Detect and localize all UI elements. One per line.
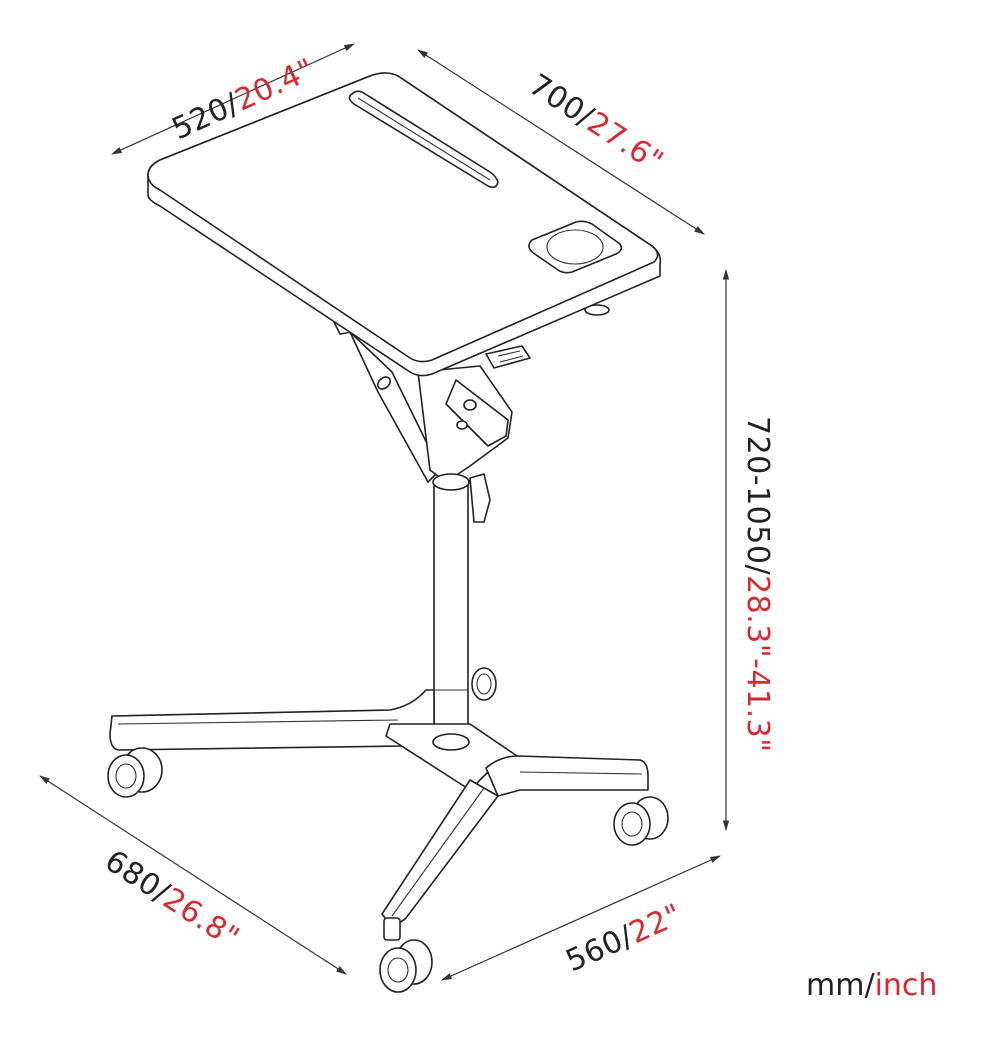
gas-spring bbox=[349, 331, 441, 483]
caster-front bbox=[379, 917, 433, 993]
caster-left bbox=[107, 747, 163, 798]
caster-back bbox=[471, 667, 497, 701]
desktop-surface bbox=[147, 72, 659, 363]
column-base-collar bbox=[432, 733, 470, 751]
gas-spring-cap bbox=[376, 376, 392, 390]
legend-mm: mm bbox=[806, 968, 865, 1003]
bracket-bolt bbox=[456, 420, 468, 430]
column-top-collar bbox=[432, 473, 470, 491]
dimension-lines bbox=[39, 43, 730, 981]
dimension-label-height: 720-1050/28.3"-41.3" bbox=[740, 416, 775, 753]
tilt-knob bbox=[584, 304, 610, 316]
height-inch: 28.3"-41.3" bbox=[740, 575, 775, 753]
dimension-line-base-depth bbox=[39, 775, 347, 975]
column-tube bbox=[433, 479, 469, 743]
caster-right bbox=[613, 796, 669, 846]
bracket-bolt bbox=[463, 399, 477, 411]
dimension-line-depth-top bbox=[417, 49, 705, 235]
tilt-mechanism bbox=[331, 304, 610, 483]
desktop bbox=[147, 72, 662, 377]
height-mm: 720-1050 bbox=[740, 416, 775, 565]
three-leg-base bbox=[109, 689, 649, 925]
dimension-line-base-width bbox=[441, 855, 721, 981]
base-leg-front bbox=[381, 779, 499, 925]
base-leg-right bbox=[485, 755, 649, 797]
height-lever bbox=[469, 473, 491, 523]
dimension-line-width-top bbox=[111, 43, 355, 155]
legend-inch: inch bbox=[874, 968, 938, 1003]
unit-legend: mm/inch bbox=[806, 968, 938, 1003]
tilt-lever bbox=[485, 345, 531, 369]
caster-wheels bbox=[107, 667, 669, 993]
column bbox=[432, 473, 491, 743]
tilt-arm bbox=[445, 379, 509, 447]
cup-holder bbox=[528, 220, 623, 274]
